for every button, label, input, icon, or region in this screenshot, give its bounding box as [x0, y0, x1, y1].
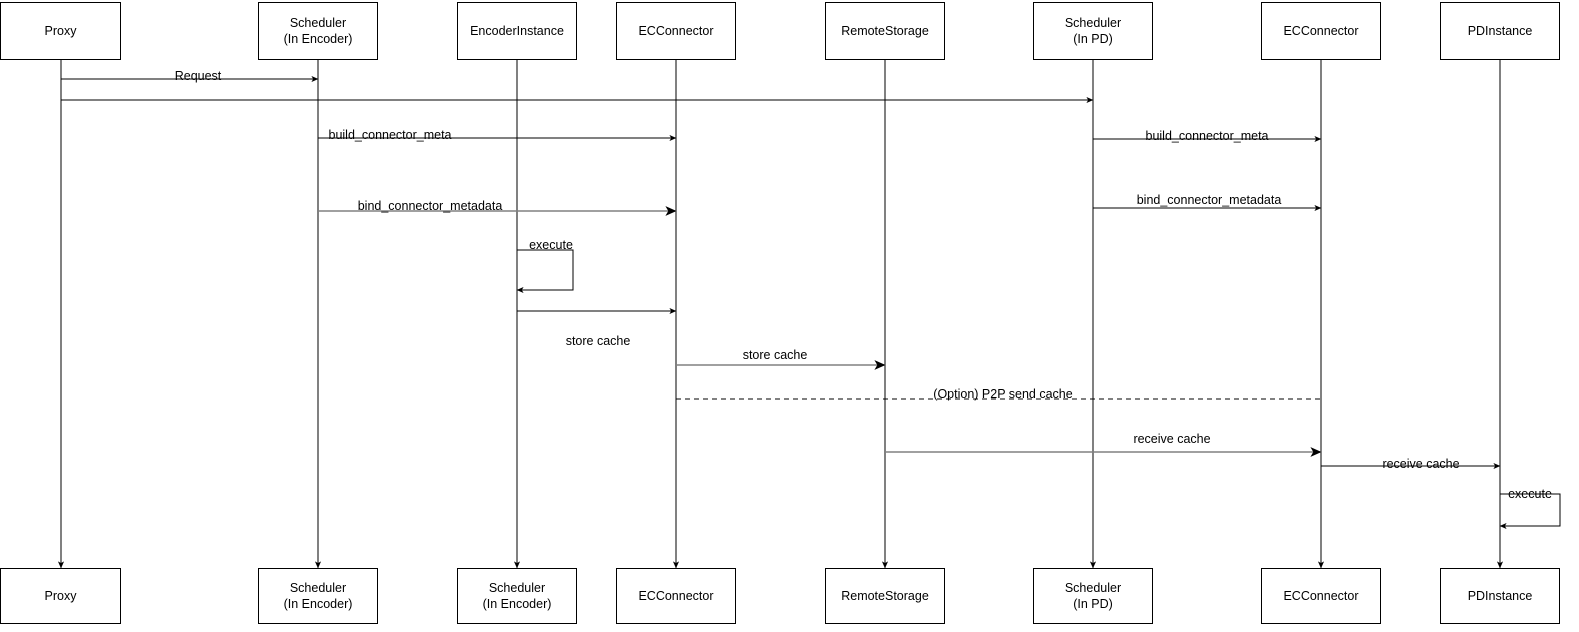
participant-label-primary: Proxy: [44, 24, 77, 38]
participant-label-primary: RemoteStorage: [841, 589, 929, 603]
participant-label-primary: ECConnector: [1283, 589, 1359, 603]
participant-footer-box-pd_inst: PDInstance: [1440, 568, 1560, 624]
participant-footer-box-ec_conn_1: ECConnector: [616, 568, 736, 624]
message-label-m5: bind_connector_metadata: [357, 199, 503, 213]
participant-header-box-ec_conn_1: ECConnector: [616, 2, 736, 60]
participant-header-box-sched_pd: Scheduler (In PD): [1033, 2, 1153, 60]
message-arrow-group: [61, 75, 1561, 530]
participant-footer-box-remote_store: RemoteStorage: [825, 568, 945, 624]
message-label-m10: (Option) P2P send cache: [933, 387, 1073, 401]
message-label-m1: Request: [174, 69, 222, 83]
participant-header-box-ec_conn_2: ECConnector: [1261, 2, 1381, 60]
participant-label-primary: ECConnector: [1283, 24, 1359, 38]
participant-label-primary: Scheduler: [289, 16, 347, 30]
message-label-m11: receive cache: [1133, 432, 1211, 446]
participant-label-primary: RemoteStorage: [841, 24, 929, 38]
participant-header-box-sched_enc: Scheduler (In Encoder): [258, 2, 378, 60]
participant-footer-box-sched_pd: Scheduler (In PD): [1033, 568, 1153, 624]
message-label-m9: store cache: [742, 348, 808, 362]
participant-label-secondary: (In PD): [1073, 597, 1113, 611]
participant-label-secondary: (In Encoder): [283, 32, 353, 46]
participant-label-primary: Scheduler: [289, 581, 347, 595]
participant-label-primary: EncoderInstance: [470, 24, 564, 38]
message-label-m4: build_connector_meta: [1145, 129, 1269, 143]
message-label-m13: execute: [1508, 487, 1552, 501]
self-message-m13: [1499, 493, 1561, 530]
participant-label-primary: Scheduler: [1064, 581, 1122, 595]
participant-header-box-remote_store: RemoteStorage: [825, 2, 945, 60]
lifeline-group: [57, 60, 1504, 569]
participant-label-primary: Scheduler: [488, 581, 546, 595]
message-label-m3: build_connector_meta: [328, 128, 452, 142]
message-label-m6: bind_connector_metadata: [1136, 193, 1282, 207]
participant-header-box-encoder_inst: EncoderInstance: [457, 2, 577, 60]
participant-header-box-proxy: Proxy: [0, 2, 121, 60]
participant-label-primary: PDInstance: [1467, 24, 1533, 38]
participant-label-secondary: (In Encoder): [283, 597, 353, 611]
participant-footer-box-encoder_inst: Scheduler (In Encoder): [457, 568, 577, 624]
message-label-m7: execute: [529, 238, 573, 252]
participant-footer-box-proxy: Proxy: [0, 568, 121, 624]
participant-footer-box-sched_enc: Scheduler (In Encoder): [258, 568, 378, 624]
participant-label-primary: PDInstance: [1467, 589, 1533, 603]
message-label-m12: receive cache: [1382, 457, 1460, 471]
participant-label-primary: ECConnector: [638, 589, 714, 603]
participant-label-primary: ECConnector: [638, 24, 714, 38]
participant-label-secondary: (In PD): [1073, 32, 1113, 46]
message-label-m8: store cache: [565, 334, 631, 348]
participant-label-secondary: (In Encoder): [482, 597, 552, 611]
participant-header-box-pd_inst: PDInstance: [1440, 2, 1560, 60]
participant-label-primary: Proxy: [44, 589, 77, 603]
self-message-m7: [516, 249, 574, 294]
participant-label-primary: Scheduler: [1064, 16, 1122, 30]
participant-footer-box-ec_conn_2: ECConnector: [1261, 568, 1381, 624]
